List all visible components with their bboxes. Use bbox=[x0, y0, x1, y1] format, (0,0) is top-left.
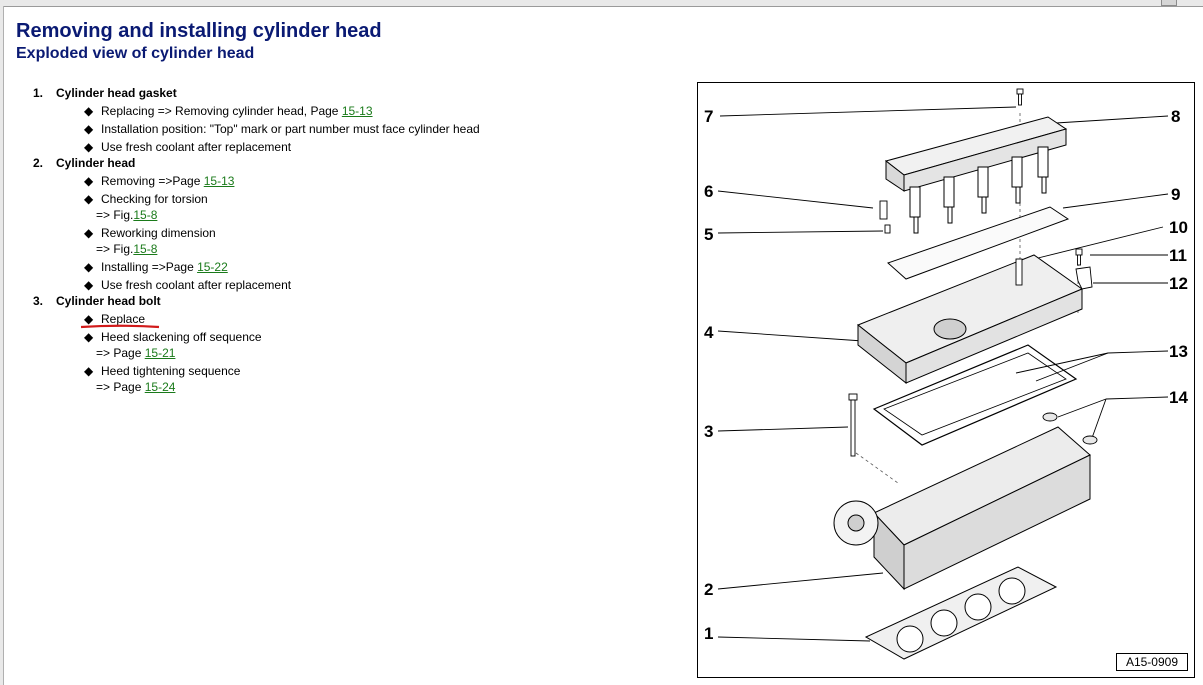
exploded-view-diagram: 1 2 3 4 5 6 7 8 9 10 11 12 13 14 A15-090… bbox=[697, 82, 1195, 678]
callout-number: 14 bbox=[1169, 388, 1188, 407]
section-2-heading: 2.Cylinder head bbox=[33, 156, 136, 170]
bullet-diamond-icon: ◆ bbox=[84, 330, 94, 344]
page-link[interactable]: 15-21 bbox=[144, 346, 176, 360]
bullet-diamond-icon: ◆ bbox=[84, 278, 94, 292]
section-3-heading: 3.Cylinder head bolt bbox=[33, 294, 161, 308]
list-item-continuation: => Fig.15-8 bbox=[96, 208, 158, 222]
page-link[interactable]: 15-13 bbox=[203, 174, 235, 188]
page-link[interactable]: 15-13 bbox=[341, 104, 373, 118]
callout-number: 2 bbox=[704, 580, 713, 599]
callout-number: 9 bbox=[1171, 185, 1180, 204]
list-item: ◆Installation position: "Top" mark or pa… bbox=[84, 122, 480, 136]
bullet-diamond-icon: ◆ bbox=[84, 364, 94, 378]
bullet-diamond-icon: ◆ bbox=[84, 260, 94, 274]
callout-number: 1 bbox=[704, 624, 713, 643]
bullet-diamond-icon: ◆ bbox=[84, 104, 94, 118]
callout-number: 13 bbox=[1169, 342, 1188, 361]
figure-link[interactable]: 15-8 bbox=[133, 242, 158, 256]
callout-number: 5 bbox=[704, 225, 713, 244]
list-item-continuation: => Page 15-24 bbox=[96, 380, 176, 394]
diagram-drawing: 1 2 3 4 5 6 7 8 9 10 11 12 13 14 bbox=[704, 88, 1188, 660]
callout-number: 3 bbox=[704, 422, 713, 441]
list-item: ◆Replacing => Removing cylinder head, Pa… bbox=[84, 104, 373, 118]
callout-number: 4 bbox=[704, 323, 714, 342]
callout-number: 7 bbox=[704, 107, 713, 126]
list-item: ◆Removing =>Page 15-13 bbox=[84, 174, 235, 188]
list-item: ◆Checking for torsion bbox=[84, 192, 208, 206]
page-link[interactable]: 15-24 bbox=[144, 380, 176, 394]
callout-number: 12 bbox=[1169, 274, 1188, 293]
window-left-border bbox=[0, 6, 4, 685]
page-link[interactable]: 15-22 bbox=[197, 260, 228, 274]
callout-number: 10 bbox=[1169, 218, 1188, 237]
list-item: ◆Reworking dimension bbox=[84, 226, 216, 240]
red-underline-annotation bbox=[80, 324, 160, 329]
list-item: ◆Use fresh coolant after replacement bbox=[84, 140, 292, 154]
page-title: Removing and installing cylinder head bbox=[16, 20, 382, 42]
bullet-diamond-icon: ◆ bbox=[84, 122, 94, 136]
list-item: ◆Heed slackening off sequence bbox=[84, 330, 262, 344]
figure-code: A15-0909 bbox=[1115, 653, 1188, 671]
callout-number: 6 bbox=[704, 182, 713, 201]
bullet-diamond-icon: ◆ bbox=[84, 312, 94, 326]
list-item: ◆Replace bbox=[84, 312, 146, 326]
scroll-handle[interactable] bbox=[1161, 0, 1177, 6]
bullet-diamond-icon: ◆ bbox=[84, 140, 94, 154]
page-subtitle: Exploded view of cylinder head bbox=[16, 45, 255, 62]
list-item-continuation: => Page 15-21 bbox=[96, 346, 176, 360]
callout-number: 8 bbox=[1171, 107, 1180, 126]
bullet-diamond-icon: ◆ bbox=[84, 192, 94, 206]
window-top-border bbox=[0, 0, 1203, 7]
list-item: ◆Installing =>Page 15-22 bbox=[84, 260, 228, 274]
list-item-continuation: => Fig.15-8 bbox=[96, 242, 158, 256]
section-1-heading: 1.Cylinder head gasket bbox=[33, 86, 177, 100]
bullet-diamond-icon: ◆ bbox=[84, 174, 94, 188]
list-item: ◆Use fresh coolant after replacement bbox=[84, 278, 292, 292]
callout-number: 11 bbox=[1169, 246, 1187, 265]
list-item: ◆Heed tightening sequence bbox=[84, 364, 241, 378]
bullet-diamond-icon: ◆ bbox=[84, 226, 94, 240]
figure-link[interactable]: 15-8 bbox=[133, 208, 158, 222]
